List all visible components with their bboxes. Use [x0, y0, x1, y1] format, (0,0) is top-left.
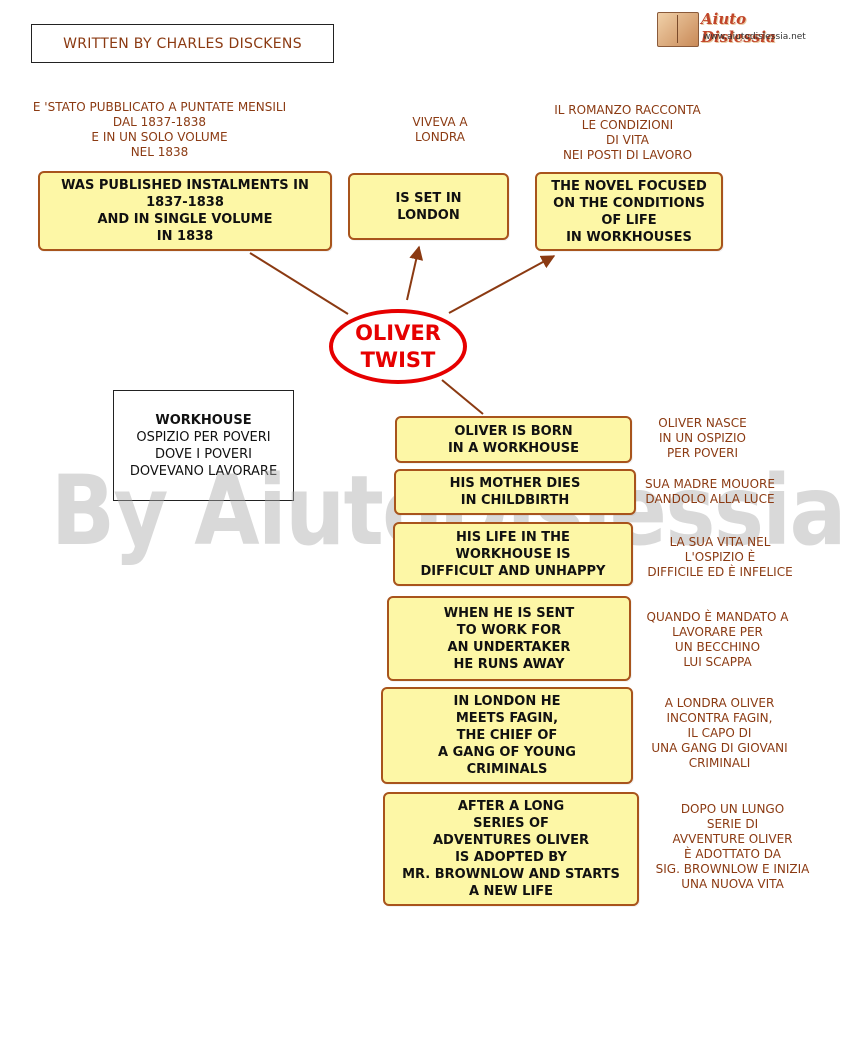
box-story-life-workhouse: HIS LIFE IN THE WORKHOUSE IS DIFFICULT A…: [393, 522, 633, 586]
connector-set-in-london: [406, 245, 424, 301]
workhouse-definition: WORKHOUSE OSPIZIO PER POVERI DOVE I POVE…: [113, 390, 294, 501]
note-story-mother-dies-it: SUA MADRE MOUORE DANDOLO ALLA LUCE: [645, 477, 775, 506]
connector-novel-focused: [448, 255, 556, 314]
site-logo[interactable]: Aiuto Dislessia www.aiutodislessia.net: [657, 10, 812, 50]
box-story-undertaker: WHEN HE IS SENT TO WORK FOR AN UNDERTAKE…: [387, 596, 631, 681]
note-story-life-workhouse-it: LA SUA VITA NEL L'OSPIZIO È DIFFICILE ED…: [647, 535, 793, 579]
connector-story: [441, 379, 484, 415]
box-novel-focused: THE NOVEL FOCUSED ON THE CONDITIONS OF L…: [535, 172, 723, 251]
box-published: WAS PUBLISHED INSTALMENTS IN 1837-1838 A…: [38, 171, 332, 251]
note-story-adopted-it: DOPO UN LUNGO SERIE DI AVVENTURE OLIVER …: [655, 802, 810, 891]
connector-published: [249, 252, 349, 315]
note-novel-focused-it: IL ROMANZO RACCONTA LE CONDIZIONI DI VIT…: [554, 103, 701, 162]
note-published-it: E 'STATO PUBBLICATO A PUNTATE MENSILI DA…: [32, 100, 287, 159]
box-set-in-london: IS SET IN LONDON: [348, 173, 509, 240]
note-story-born-it: OLIVER NASCE IN UN OSPIZIO PER POVERI: [658, 416, 747, 460]
center-oliver-twist: OLIVER TWIST: [329, 309, 467, 384]
logo-title: Aiuto Dislessia: [701, 10, 776, 46]
note-story-fagin-it: A LONDRA OLIVER INCONTRA FAGIN, IL CAPO …: [651, 696, 788, 770]
definition-body: OSPIZIO PER POVERI DOVE I POVERI DOVEVAN…: [129, 429, 278, 479]
box-story-adopted: AFTER A LONG SERIES OF ADVENTURES OLIVER…: [383, 792, 639, 906]
box-story-fagin: IN LONDON HE MEETS FAGIN, THE CHIEF OF A…: [381, 687, 633, 784]
box-story-born: OLIVER IS BORN IN A WORKHOUSE: [395, 416, 632, 463]
box-story-mother-dies: HIS MOTHER DIES IN CHILDBIRTH: [394, 469, 636, 515]
logo-url: www.aiutodislessia.net: [703, 32, 806, 42]
book-icon: [657, 12, 699, 47]
note-story-undertaker-it: QUANDO È MANDATO A LAVORARE PER UN BECCH…: [646, 610, 789, 669]
definition-title: WORKHOUSE: [155, 412, 252, 428]
author-box: WRITTEN BY CHARLES DISCKENS: [31, 24, 334, 63]
note-set-in-london-it: VIVEVA A LONDRA: [412, 115, 468, 144]
